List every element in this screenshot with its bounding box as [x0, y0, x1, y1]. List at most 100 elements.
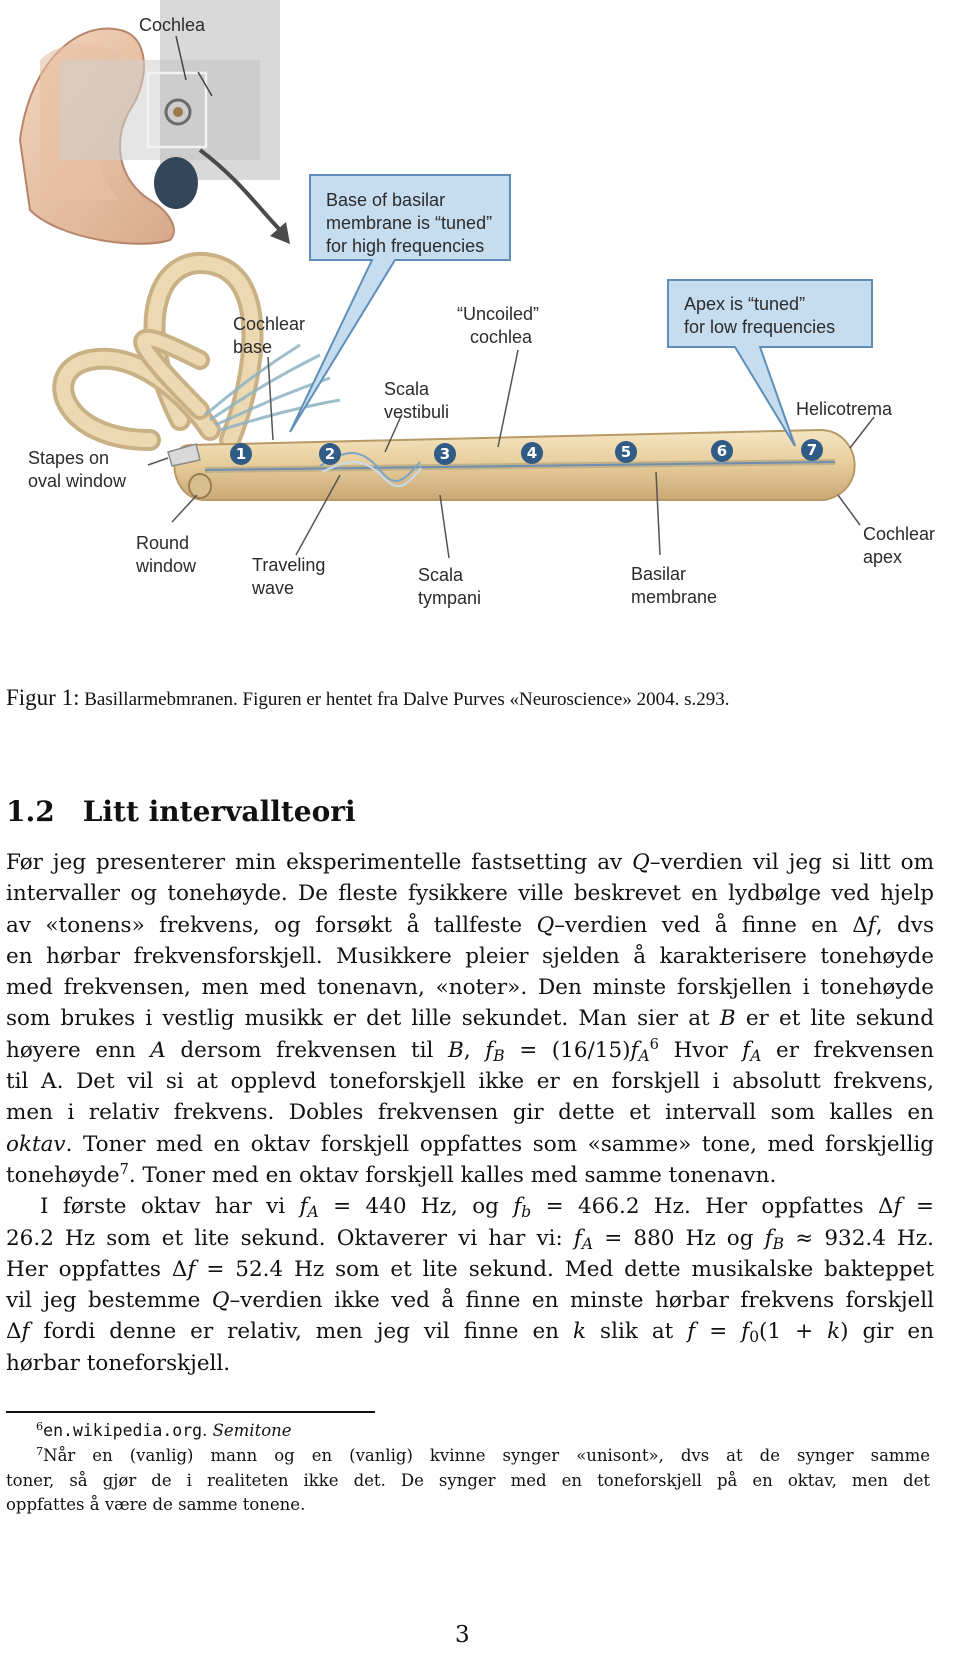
footnote-ref-6[interactable]: 6: [649, 1035, 659, 1053]
cochlea-illustration: Cochlea 1 2 3 4: [18, 0, 935, 608]
marker-circle: [615, 441, 637, 463]
uncoiled-cochlea-tube: [167, 428, 856, 501]
callout-apex-line-2: for low frequencies: [684, 317, 835, 337]
cochlear-apex-label-1: Cochlear: [863, 524, 935, 544]
math-a: A: [150, 1037, 166, 1063]
traveling-wave-label-2: wave: [251, 578, 294, 598]
math-f: f: [187, 1256, 196, 1282]
callout-apex-tuned-low: Apex is “tuned” for low frequencies: [667, 279, 873, 447]
footnote-ref-7[interactable]: 7: [119, 1160, 129, 1178]
footnote-7: 7Når en (vanlig) mann og en (vanlig) kvi…: [6, 1444, 930, 1518]
scala-vestibuli-label-2: vestibuli: [384, 402, 449, 422]
math-delta: Δ: [878, 1194, 894, 1220]
text-run: –verdien ved å finne en: [554, 912, 838, 938]
text-line: hørbar toneforskjell.: [6, 1348, 934, 1379]
math-f: f: [21, 1319, 30, 1345]
auditory-nerve: [204, 343, 341, 432]
math-f: f: [742, 1037, 751, 1063]
marker-circle: [230, 443, 252, 465]
text-run: som brukes i vestlig musikk er det lille…: [6, 1006, 710, 1032]
callout-base-line-2: membrane is “tuned”: [326, 213, 492, 233]
cochlea-label: Cochlea: [139, 15, 206, 35]
text-line: I første oktav har vi fA = 440 Hz, og fb…: [6, 1191, 934, 1222]
text-run: tonehøyde: [6, 1162, 120, 1188]
text-line: Før jeg presenterer min eksperimentelle …: [6, 847, 934, 878]
text-run: = 880 Hz og: [604, 1225, 754, 1251]
text-run: av «tonens» frekvens, og forsøkt å tallf…: [6, 912, 523, 938]
text-run: toner, så gjør de i realiteten ikke det.…: [6, 1470, 930, 1490]
text-run: ≈ 932.4 Hz.: [795, 1225, 934, 1251]
text-run: (1 +: [759, 1319, 814, 1345]
text-line: oktav. Toner med en oktav forskjell oppf…: [6, 1129, 934, 1160]
callout-base-box: [289, 174, 511, 433]
text-run: = 466.2 Hz. Her oppfattes: [545, 1194, 864, 1220]
text-run: ) gir en: [840, 1319, 934, 1345]
math-sub-a: A: [581, 1234, 594, 1253]
math-delta: Δ: [171, 1256, 188, 1282]
math-f: f: [630, 1037, 639, 1063]
marker-circle: [319, 443, 341, 465]
uncoiled-label-1: “Uncoiled”: [457, 304, 539, 324]
math-f: f: [485, 1037, 494, 1063]
zoom-arrow: [198, 148, 284, 234]
text-line: som brukes i vestlig musikk er det lille…: [6, 1003, 934, 1034]
text-run: Før jeg presenterer min eksperimentelle …: [6, 850, 623, 875]
math-sub-b: B: [493, 1046, 505, 1065]
footnote-line: toner, så gjør de i realiteten ikke det.…: [6, 1469, 930, 1494]
zoom-arrowhead: [270, 222, 290, 244]
cochlea-pointer: [175, 35, 187, 81]
marker-number: 7: [807, 441, 817, 459]
text-run: =: [915, 1194, 934, 1220]
math-sub-b-lower: b: [521, 1203, 532, 1222]
text-run: vil jeg bestemme: [6, 1288, 201, 1314]
cochlear-base-label-2: base: [233, 337, 272, 357]
math-q: Q: [536, 912, 555, 938]
text-run: er et lite sekund: [745, 1006, 934, 1032]
label-pointers: [147, 349, 875, 559]
text-run: . Toner med en oktav forskjell kalles me…: [128, 1162, 777, 1188]
callout-base-line-3: for high frequencies: [326, 236, 484, 256]
footnote-6: 6en.wikipedia.org. Semitone: [6, 1419, 930, 1444]
cochlear-apex-label-2: apex: [863, 547, 902, 567]
footnote-line: oppfattes å være de samme tonene.: [6, 1493, 930, 1518]
math-sub-zero: 0: [749, 1328, 760, 1347]
text-line: Δf fordi denne er relativ, men jeg vil f…: [6, 1316, 934, 1347]
text-run: . Toner med en oktav forskjell oppfattes…: [65, 1131, 934, 1157]
math-b: B: [448, 1037, 464, 1063]
math-k: k: [573, 1319, 587, 1345]
footnote-url[interactable]: en.wikipedia.org: [43, 1421, 203, 1440]
section-title: Litt intervallteori: [82, 795, 356, 828]
round-window-ellipse: [188, 473, 212, 499]
text-run: I første oktav har vi: [40, 1194, 286, 1220]
text-line: vil jeg bestemme Q–verdien ikke ved å fi…: [6, 1285, 934, 1316]
text-line: intervaller og tonehøyde. De fleste fysi…: [6, 878, 934, 909]
marker-number: 2: [325, 445, 335, 463]
callout-apex-box: [667, 279, 873, 447]
scala-tympani-label-1: Scala: [418, 565, 464, 585]
round-window-label-2: window: [135, 556, 197, 576]
text-run: dersom frekvensen til: [180, 1037, 434, 1063]
text-run: ,: [463, 1037, 471, 1063]
stapes-shape: [167, 443, 201, 467]
text-run: = (16/15): [519, 1037, 631, 1063]
callout-base-tuned-high: Base of basilar membrane is “tuned” for …: [289, 174, 511, 433]
footnote-line: 6en.wikipedia.org. Semitone: [6, 1419, 930, 1444]
math-f: f: [513, 1194, 522, 1220]
page-number: 3: [455, 1622, 470, 1648]
math-k: k: [827, 1319, 841, 1345]
scala-tympani-label-2: tympani: [418, 588, 481, 608]
text-line: tonehøyde7. Toner med en oktav forskjell…: [6, 1160, 934, 1191]
cochlear-base-label-1: Cochlear: [233, 314, 305, 334]
scala-vestibuli-label-1: Scala: [384, 379, 430, 399]
math-f: f: [741, 1319, 750, 1345]
marker-circle: [521, 442, 543, 464]
stapes-label-1: Stapes on: [28, 448, 109, 468]
text-run: = 440 Hz, og: [333, 1194, 499, 1220]
text-run: = 52.4 Hz som et lite sekund. Med dette …: [206, 1256, 934, 1282]
text-line: 26.2 Hz som et lite sekund. Oktaverer vi…: [6, 1223, 934, 1254]
basilar-membrane-label-1: Basilar: [631, 564, 686, 584]
marker-circle: [801, 439, 823, 461]
ear-illustration: [18, 0, 280, 245]
footnote-mark: 7: [36, 1444, 44, 1458]
